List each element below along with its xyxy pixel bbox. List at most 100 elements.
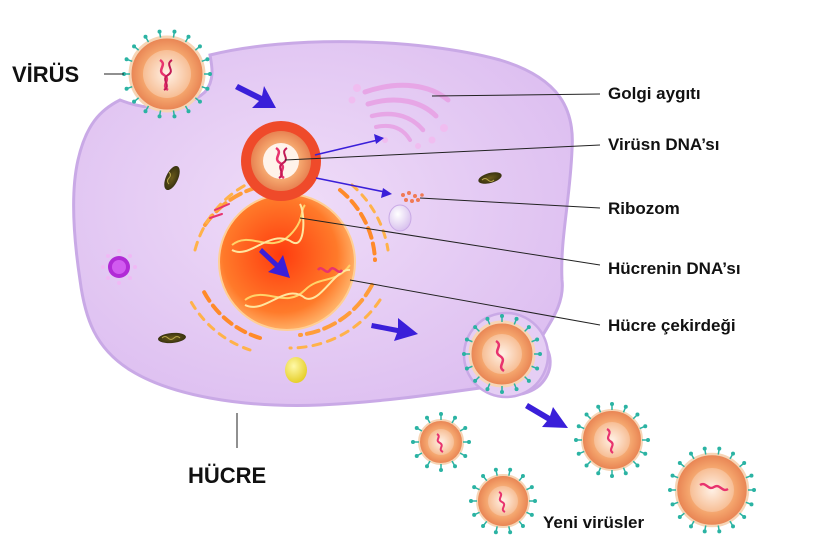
virus-spike-tip xyxy=(584,412,589,417)
virus-spike-tip xyxy=(535,337,540,342)
new-viruses-label: Yeni virüsler xyxy=(543,513,645,532)
virus-spike-tip xyxy=(643,424,648,429)
virus-spike-tip xyxy=(717,446,722,451)
new-virus-1 xyxy=(418,419,464,465)
virus-spike-tip xyxy=(514,387,519,392)
virus-spike-tip xyxy=(485,387,490,392)
virus-spike-tip xyxy=(469,499,473,503)
arrow-to-membrane xyxy=(371,318,418,341)
ribosome-label: Ribozom xyxy=(608,199,680,218)
arrow-nucleus xyxy=(259,248,290,278)
virus-spike-tip xyxy=(464,337,469,342)
new-virus-4 xyxy=(674,452,750,528)
virus-spike-tip xyxy=(596,404,601,409)
virus-spike-tip xyxy=(643,451,648,456)
vesicle-purple xyxy=(101,249,137,285)
leader-lines xyxy=(104,73,601,448)
virus-spike-tip xyxy=(500,314,504,318)
cell-dna-label: Hücrenin DNA’sı xyxy=(608,259,741,278)
dna-transfer-arrows xyxy=(314,134,392,198)
virus-spike-tip xyxy=(463,454,468,458)
virus-spike-tip xyxy=(635,412,640,417)
arrow-release xyxy=(525,403,568,428)
virus-spikes xyxy=(122,29,756,535)
virus-spike-tip xyxy=(752,488,756,492)
vesicle-yellow xyxy=(285,357,307,383)
virus-spike-tip xyxy=(411,440,415,444)
virus-spike-tip xyxy=(702,529,707,534)
nucleus xyxy=(218,193,356,331)
virus-spike-tip xyxy=(143,34,148,39)
virus-spike-tip xyxy=(576,451,581,456)
virus-spike-tip xyxy=(526,378,531,383)
virus-spike-tip xyxy=(529,485,534,490)
virus-spike-tip xyxy=(535,366,540,371)
virus-spike-tip xyxy=(197,44,202,49)
virus-spike-tip xyxy=(453,415,457,420)
virus-spike-tip xyxy=(157,29,162,34)
virus-entering xyxy=(128,35,206,113)
mitochondrion-2 xyxy=(478,172,502,184)
virus-spike-tip xyxy=(731,524,735,529)
mitochondrion-1 xyxy=(164,165,180,191)
virus-spike-tip xyxy=(689,524,693,529)
virus-spike-tip xyxy=(186,34,191,39)
virus-spike-tip xyxy=(453,464,457,469)
virus-spike-tip xyxy=(143,109,148,114)
virus-spike-tip xyxy=(124,57,129,62)
virus-spike-tip xyxy=(742,514,747,519)
virus-spike-tip xyxy=(731,451,735,456)
virus-spike-tip xyxy=(205,57,210,62)
virus-spike-tip xyxy=(623,471,628,476)
virus-spike-tip xyxy=(481,524,486,529)
virus-spike-tip xyxy=(473,325,478,330)
endoplasmic-reticulum xyxy=(188,170,390,352)
virus-spike-tip xyxy=(529,512,534,517)
virus-spike-tip xyxy=(520,473,525,478)
virus-label: VİRÜS xyxy=(12,62,80,87)
mitochondrion-3 xyxy=(158,332,186,344)
virus-spike-tip xyxy=(172,29,177,34)
virus-spike-tip xyxy=(157,114,162,119)
virus-spike-tip xyxy=(514,316,519,321)
viral-dna-label: Virüsn DNA’sı xyxy=(608,135,720,154)
virus-spike-tip xyxy=(462,352,466,356)
virus-spike-tip xyxy=(425,464,429,469)
virus-spike-tip xyxy=(533,499,537,503)
virus-spike-tip xyxy=(208,72,212,76)
virus-spike-tip xyxy=(485,316,490,321)
virus-spike-tip xyxy=(520,524,525,529)
virus-spike-tip xyxy=(205,86,210,91)
nucleus-label: Hücre çekirdeği xyxy=(608,316,736,335)
virus-spike-tip xyxy=(493,530,498,535)
virus-spike-tip xyxy=(425,415,429,420)
virus-spike-tip xyxy=(414,454,419,458)
virus-spike-tip xyxy=(132,99,137,104)
virus-spike-tip xyxy=(670,473,675,478)
virus-spike-tip xyxy=(526,325,531,330)
virus-spike-tip xyxy=(472,485,477,490)
virus-spike-tip xyxy=(132,44,137,49)
virus-spike-tip xyxy=(677,461,682,466)
cell-dna xyxy=(231,203,351,308)
virus-spike-tip xyxy=(668,488,672,492)
virus-spike-tip xyxy=(186,109,191,114)
virus-spike-tip xyxy=(439,412,443,416)
virus-spike-tip xyxy=(702,446,707,451)
virus-spike-tip xyxy=(481,473,486,478)
virus-spike-tip xyxy=(610,402,614,406)
virus-spike-tip xyxy=(472,512,477,517)
virus-spike-tip xyxy=(463,426,468,430)
virus-spike-tip xyxy=(610,474,614,478)
vesicle-white xyxy=(388,204,412,232)
virus-spike-tip xyxy=(508,530,513,535)
virus-spike-tip xyxy=(717,529,722,534)
virus-spike-tip xyxy=(439,468,443,472)
virus-spike-tip xyxy=(508,467,513,472)
golgi-label: Golgi aygıtı xyxy=(608,84,701,103)
virus-budding xyxy=(468,320,536,388)
virus-spike-tip xyxy=(124,86,129,91)
virus-spike-tip xyxy=(635,463,640,468)
cell-label: HÜCRE xyxy=(188,463,267,488)
